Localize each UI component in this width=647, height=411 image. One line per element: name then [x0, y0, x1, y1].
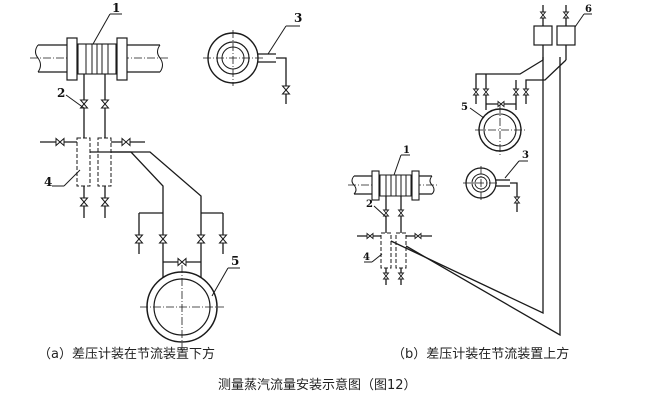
callout-3: 3: [522, 150, 529, 161]
valve-icon: [398, 209, 404, 217]
valve-icon: [101, 197, 109, 207]
manifold-a: [135, 212, 227, 266]
valve-icon: [540, 11, 546, 19]
valve-icon: [383, 272, 389, 280]
callout-1: 1: [403, 145, 410, 156]
valve-icon: [513, 88, 519, 96]
valve-icon: [514, 196, 520, 204]
callout-5: 5: [231, 254, 239, 268]
condensing-vessel-b: [463, 166, 520, 212]
condensing-vessels-b: [533, 5, 576, 60]
valve-icon: [523, 88, 529, 96]
valve-icon: [497, 101, 505, 107]
callouts-a: 1 2 3 4 5: [44, 1, 302, 297]
valve-icon: [121, 138, 131, 146]
caption-b: （b）差压计装在节流装置上方: [392, 347, 570, 362]
valve-icon: [366, 233, 374, 239]
orifice-flange-b: [371, 170, 420, 201]
valve-icon: [197, 234, 205, 244]
callouts-b: 1 2 3 4 5 6: [363, 4, 592, 263]
valve-icon: [159, 234, 167, 244]
valve-icon: [414, 233, 422, 239]
figure-title: 测量蒸汽流量安装示意图（图12）: [218, 378, 417, 393]
callout-3: 3: [294, 11, 302, 25]
valve-icon: [483, 88, 489, 96]
callout-2: 2: [57, 86, 65, 100]
valve-icon: [398, 272, 404, 280]
valve-icon: [282, 85, 290, 95]
valve-icon: [135, 234, 143, 244]
impulse-lines-a: [40, 74, 202, 283]
valve-icon: [101, 99, 109, 109]
callout-6: 6: [585, 4, 592, 15]
impulse-lines-b: [357, 57, 561, 337]
differential-pressure-meter-b: [475, 105, 525, 155]
valve-icon: [177, 258, 187, 266]
callout-5: 5: [461, 102, 468, 113]
orifice-flange-a: [66, 37, 128, 81]
valve-icon: [80, 197, 88, 207]
valve-icon: [55, 138, 65, 146]
callout-4: 4: [363, 252, 370, 263]
valve-icon: [473, 88, 479, 96]
valve-icon: [219, 234, 227, 244]
callout-1: 1: [112, 1, 120, 15]
caption-a: （a）差压计装在节流装置下方: [38, 347, 215, 362]
condensing-vessel-a: [203, 30, 290, 104]
differential-pressure-meter-a: [140, 265, 224, 350]
manifold-b: [473, 59, 567, 110]
diagram-a: 1 2 3 4 5: [30, 1, 302, 350]
valve-icon: [563, 11, 569, 19]
callout-4: 4: [44, 175, 52, 189]
diagram-b: 1 2 3 4 5 6: [348, 4, 592, 337]
callout-2: 2: [366, 199, 373, 210]
